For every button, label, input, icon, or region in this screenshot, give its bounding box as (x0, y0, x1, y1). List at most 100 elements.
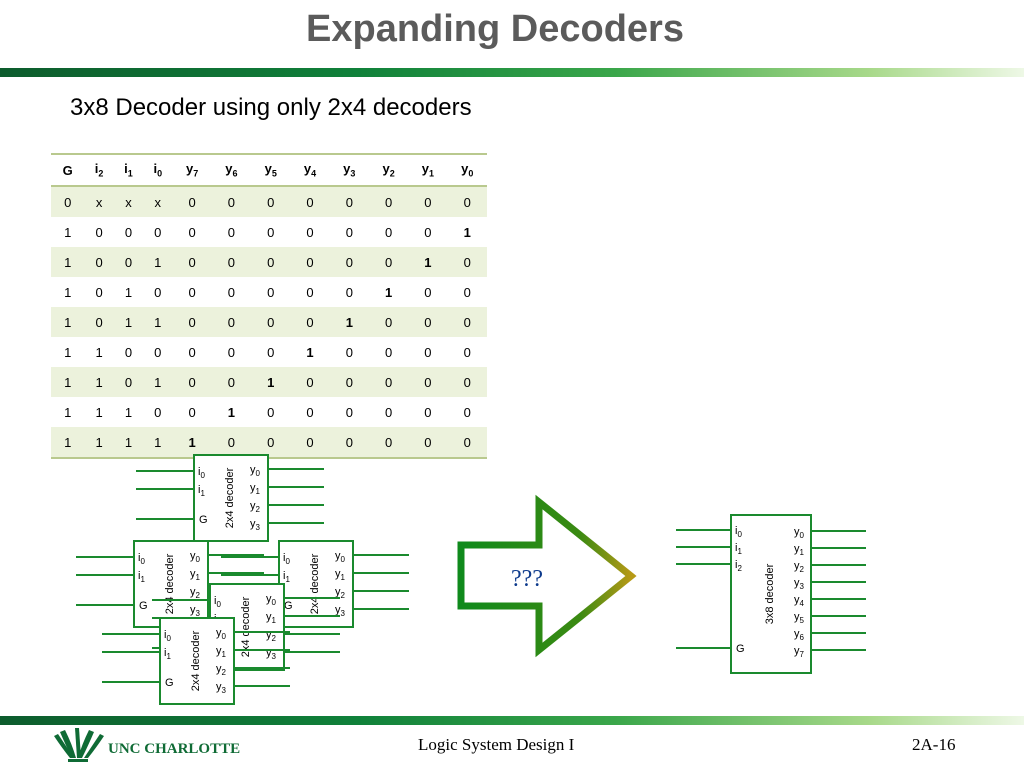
table-cell: 0 (345, 404, 353, 420)
pin-label: y2 (190, 586, 201, 600)
enable-label: G (139, 600, 148, 612)
decoder-label: 2x4 decoder (224, 467, 236, 528)
table-cell: 1 (84, 427, 114, 459)
table-cell: 0 (251, 186, 291, 217)
enable-label: G (199, 514, 208, 526)
table-cell: 0 (447, 307, 487, 337)
column-header-label: i (124, 161, 128, 177)
table-cell: 0 (172, 186, 212, 217)
slide-title: Expanding Decoders (306, 8, 684, 50)
table-cell: 1 (113, 427, 144, 459)
pin-label: y3 (266, 647, 277, 661)
pin-label: y1 (266, 611, 277, 625)
table-cell: 0 (188, 284, 196, 300)
column-header: y2 (368, 153, 409, 187)
table-cell: 0 (345, 344, 353, 360)
table-cell: 0 (290, 247, 330, 277)
pin-label: y5 (794, 611, 805, 625)
pin-label: y6 (794, 628, 805, 642)
pin-label: i0 (198, 466, 205, 480)
pin-label: y2 (794, 560, 805, 574)
column-header-subscript: 7 (193, 168, 199, 179)
table-cell: 1 (408, 247, 448, 277)
pin-label: y1 (794, 543, 805, 557)
table-cell: 0 (290, 367, 330, 397)
pin-label: y1 (335, 568, 346, 582)
table-cell: 0 (267, 344, 275, 360)
table-cell: 0 (172, 307, 212, 337)
table-cell: 0 (211, 307, 252, 337)
table-cell: 1 (84, 367, 114, 397)
table-cell: 1 (251, 367, 291, 397)
footer-divider (0, 716, 1024, 725)
column-header-label: y (225, 161, 233, 177)
pin-label: i1 (164, 647, 171, 661)
pin-label: i2 (735, 559, 742, 573)
table-cell: 1 (143, 367, 173, 397)
pin-label: i0 (214, 595, 221, 609)
table-cell: 0 (188, 224, 196, 240)
table-cell: 0 (290, 307, 330, 337)
table-cell: 0 (251, 247, 291, 277)
table-cell: 0 (368, 186, 409, 217)
table-cell: 0 (447, 247, 487, 277)
column-header: i1 (113, 153, 144, 187)
table-cell: 1 (51, 247, 85, 277)
table-cell: 0 (447, 367, 487, 397)
decoder-label: 2x4 decoder (309, 553, 321, 614)
table-cell: 0 (211, 427, 252, 459)
table-cell: 0 (329, 367, 369, 397)
slide-subtitle: 3x8 Decoder using only 2x4 decoders (70, 94, 472, 121)
table-cell: 0 (424, 404, 432, 420)
table-cell: 0 (306, 284, 314, 300)
table-cell: 1 (306, 344, 314, 360)
table-cell: 1 (463, 224, 471, 240)
enable-label: G (736, 643, 745, 655)
table-cell: 1 (64, 284, 72, 300)
pin-label: i0 (283, 552, 290, 566)
table-cell: 0 (368, 367, 409, 397)
pin-label: y3 (794, 577, 805, 591)
pin-label: y3 (190, 604, 201, 618)
column-header-label: y (382, 161, 390, 177)
pin-label: i1 (735, 542, 742, 556)
table-cell: 0 (463, 344, 471, 360)
decoder-body (159, 617, 235, 705)
table-cell: 0 (188, 404, 196, 420)
table-cell: 0 (384, 404, 393, 420)
table-cell: 0 (329, 186, 369, 217)
column-header-subscript: 4 (311, 168, 317, 179)
table-cell: 0 (154, 224, 162, 240)
column-header-subscript: 2 (389, 168, 395, 179)
decoder-body (730, 514, 812, 674)
column-header: y5 (251, 153, 291, 187)
pin-label: i1 (283, 570, 290, 584)
table-cell: 1 (143, 247, 173, 277)
decoder-label: 2x4 decoder (240, 596, 252, 657)
pin-label: y0 (190, 550, 201, 564)
column-header: y7 (172, 153, 212, 187)
table-cell: 0 (84, 247, 114, 277)
table-cell: 0 (211, 247, 252, 277)
column-header: y3 (329, 153, 369, 187)
table-cell: 0 (408, 427, 448, 459)
decoder-body (193, 454, 269, 542)
table-cell: x (113, 186, 144, 217)
column-header: i0 (143, 153, 173, 187)
pin-label: y1 (190, 568, 201, 582)
table-cell: 0 (345, 224, 353, 240)
table-cell: 1 (143, 427, 173, 459)
pin-label: y4 (794, 594, 805, 608)
column-header-subscript: 3 (350, 168, 356, 179)
decoder-label: 3x8 decoder (764, 563, 776, 624)
table-cell: 0 (384, 344, 393, 360)
table-cell: 0 (227, 284, 236, 300)
decoder-label: 2x4 decoder (164, 553, 176, 614)
enable-label: G (165, 677, 174, 689)
table-cell: 0 (227, 344, 236, 360)
